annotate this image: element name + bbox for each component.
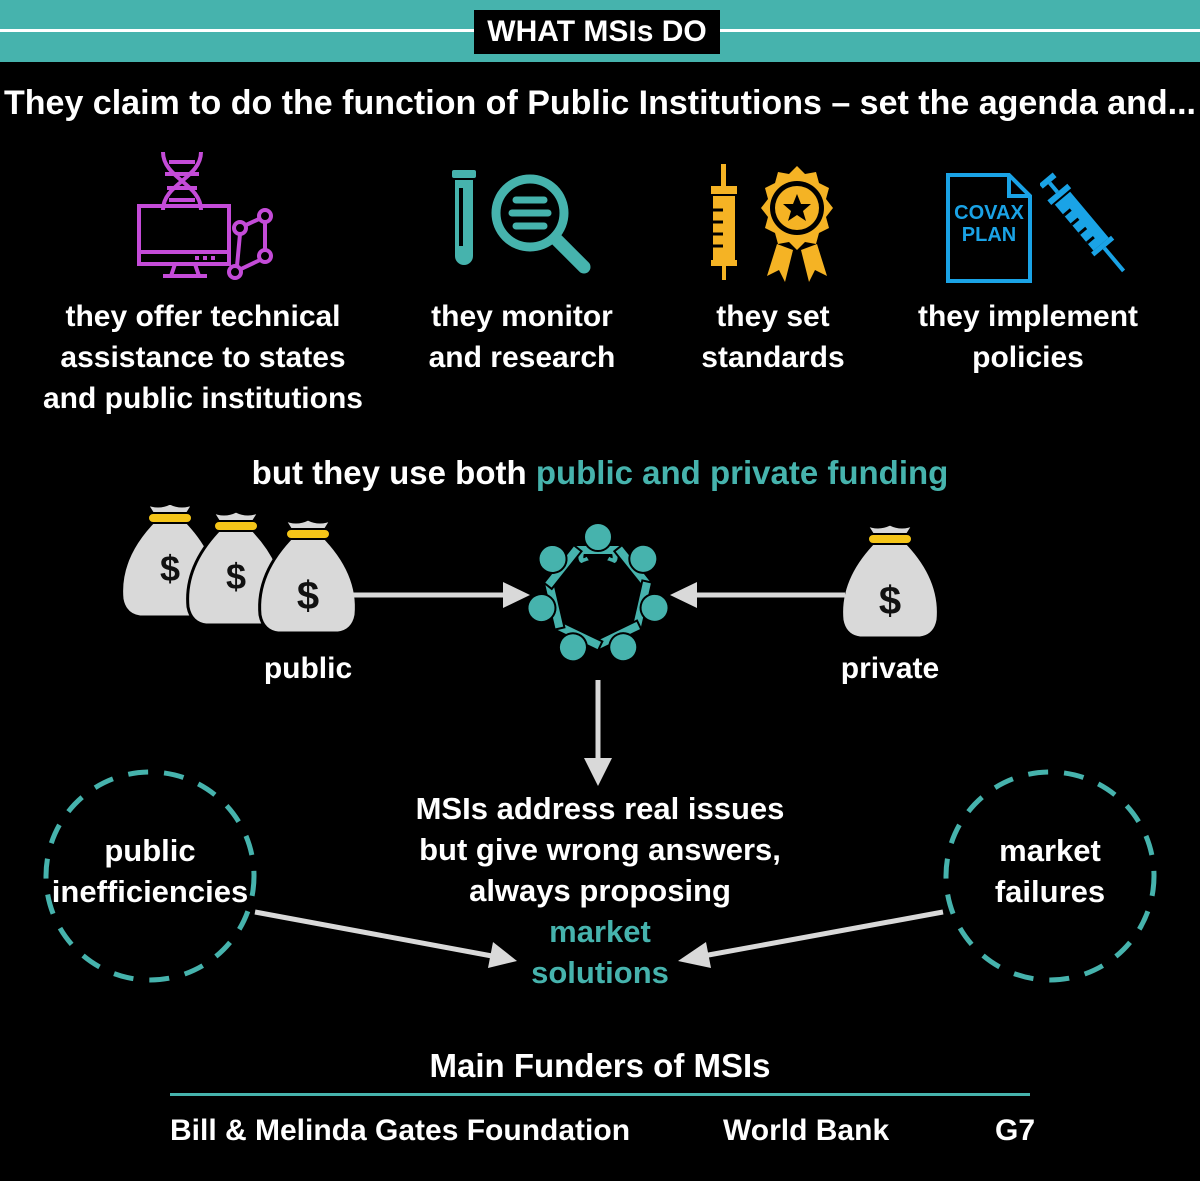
svg-text:$: $ [297, 574, 319, 618]
covax-plan-document-icon: COVAX PLAN [945, 172, 1033, 284]
msi-line3: always proposing [469, 873, 731, 908]
dna-computer-icon [137, 151, 273, 280]
function-monitor-research: they monitor and research [412, 296, 632, 378]
function-2-line2: and research [428, 341, 616, 374]
headline: They claim to do the function of Public … [4, 84, 1196, 122]
function-4-line2: policies [972, 341, 1084, 374]
header-bar: WHAT MSIs DO [0, 0, 1200, 62]
function-technical-assistance: they offer technical assistance to state… [40, 296, 366, 419]
covax-line1: COVAX [954, 202, 1024, 224]
function-3-line2: standards [701, 341, 845, 374]
right-circle-line1: market [999, 833, 1101, 868]
private-money-bag: $ [840, 520, 940, 640]
funding-highlight: public and private funding [535, 454, 949, 491]
function-2-line1: they monitor [431, 300, 613, 333]
svg-text:$: $ [879, 579, 901, 623]
function-implement-policies: they implement policies [908, 296, 1148, 378]
funder-world-bank: World Bank [723, 1114, 890, 1147]
money-bag-icon: $ [258, 517, 358, 635]
right-circle-text: market failures [940, 830, 1160, 912]
money-bag-icon: $ [186, 509, 286, 627]
label-public: public [263, 652, 353, 685]
funder-g7: G7 [995, 1114, 1036, 1147]
dashed-circle-left [43, 769, 257, 983]
header-rule-left [0, 29, 474, 32]
funders-title: Main Funders of MSIs [429, 1047, 771, 1084]
round-table-icon [526, 522, 670, 663]
funder-gates: Bill & Melinda Gates Foundation [170, 1114, 631, 1147]
funders-divider [170, 1093, 1030, 1096]
function-1-line2: assistance to states [60, 341, 346, 374]
function-3-line1: they set [716, 300, 830, 333]
covax-line2: PLAN [961, 224, 1017, 246]
msi-line1: MSIs address real issues [415, 791, 785, 826]
function-set-standards: they set standards [688, 296, 858, 378]
label-private: private [840, 652, 940, 685]
msi-highlight1: market [549, 914, 651, 949]
msi-statement: MSIs address real issues but give wrong … [380, 788, 820, 993]
left-circle-text: public inefficiencies [40, 830, 260, 912]
right-circle-line2: failures [994, 874, 1106, 909]
header-rule-right [720, 29, 1200, 32]
syringe-blue-icon [1040, 172, 1126, 273]
money-bag-icon: $ [840, 520, 940, 640]
svg-text:$: $ [160, 548, 180, 589]
test-tube-magnifier-icon [452, 170, 591, 274]
funding-prefix: but they use both [251, 454, 536, 491]
left-circle-line2: inefficiencies [51, 874, 249, 909]
page-title: WHAT MSIs DO [474, 10, 720, 54]
money-bag-icon: $ [120, 501, 220, 619]
syringe-award-icon [711, 164, 833, 282]
svg-text:$: $ [226, 556, 246, 597]
msi-highlight2: solutions [531, 955, 669, 990]
arrow-failures-to-solutions [702, 909, 944, 959]
funding-statement: but they use both public and private fun… [0, 452, 1200, 493]
public-money-bags: $ $ $ [120, 501, 358, 635]
msi-line2: but give wrong answers, [419, 832, 781, 867]
function-1-line3: and public institutions [43, 382, 363, 415]
dashed-circle-right [943, 769, 1157, 983]
arrow-inefficiencies-to-solutions [254, 909, 493, 959]
left-circle-line1: public [104, 833, 196, 868]
function-1-line1: they offer technical [65, 300, 341, 333]
function-4-line1: they implement [917, 300, 1139, 333]
